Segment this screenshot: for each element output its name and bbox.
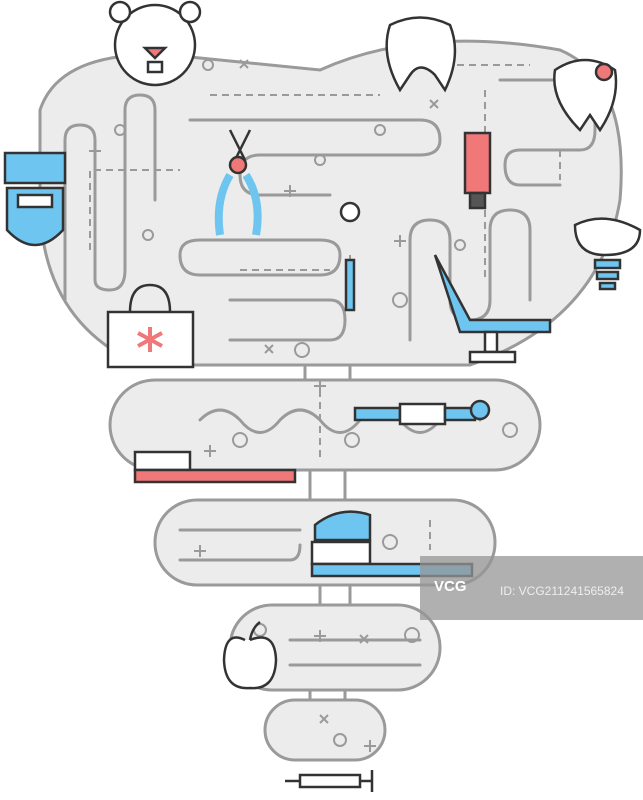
watermark: VCG ID: VCG211241565824 xyxy=(420,556,643,620)
icons xyxy=(3,0,642,792)
decayed-tooth-icon xyxy=(553,58,618,133)
background-blobs xyxy=(40,41,622,760)
dental-mirror-icon xyxy=(339,201,361,312)
tooth-icon xyxy=(385,16,457,93)
apple-icon xyxy=(222,621,278,690)
syringe-icon xyxy=(285,770,374,792)
implant-icon xyxy=(573,217,642,291)
watermark-id: ID: VCG211241565824 xyxy=(500,584,624,598)
pliers-icon xyxy=(214,129,262,236)
dental-chair-icon xyxy=(433,254,552,364)
toothpaste-tube-icon xyxy=(463,131,492,210)
beaver-icon xyxy=(108,0,202,87)
watermark-logo: VCG xyxy=(434,578,467,595)
dentist-icon xyxy=(3,151,67,247)
dental-drill-icon xyxy=(353,399,491,426)
decorations xyxy=(89,59,518,752)
first-aid-kit-icon xyxy=(106,283,195,369)
toothbrush-red-icon xyxy=(133,450,297,484)
